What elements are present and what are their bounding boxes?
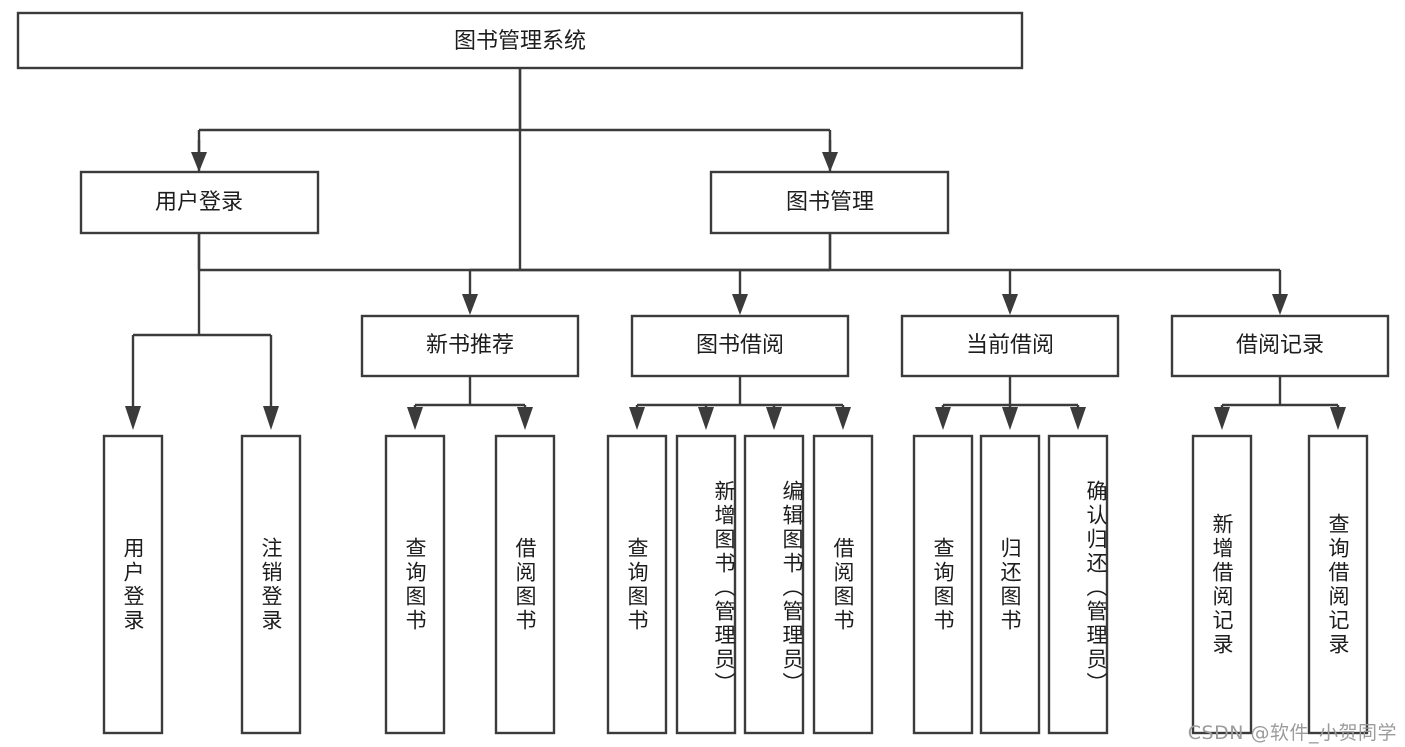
leaf-box-logout[interactable] bbox=[240, 434, 302, 735]
arrow-head-user-login bbox=[191, 152, 207, 172]
arrow-head-leaf-query-book-rec bbox=[407, 407, 423, 430]
node-root[interactable]: 图书管理系统 bbox=[16, 11, 1024, 70]
arrow-head-new-book-rec bbox=[462, 294, 478, 315]
node-new-book-rec-box[interactable] bbox=[360, 314, 580, 378]
connector-group bbox=[197, 68, 832, 272]
arrow-head-leaf-logout bbox=[263, 406, 279, 430]
arrow-head-leaf-query-record bbox=[1330, 407, 1346, 430]
leaf-box-query-record[interactable] bbox=[1307, 434, 1369, 735]
node-root-box[interactable] bbox=[16, 11, 1024, 70]
arrow-head-book-borrow bbox=[732, 294, 748, 315]
node-book-manage-label: 图书管理 bbox=[786, 190, 874, 215]
connector-book-borrow-to-leaves bbox=[629, 376, 851, 430]
arrow-head-current-borrow bbox=[1002, 294, 1018, 315]
connector-user-login-to-leaves bbox=[125, 233, 279, 430]
arrow-head-leaf-add-book bbox=[698, 407, 714, 430]
node-book-manage[interactable]: 图书管理 bbox=[709, 170, 950, 235]
node-book-manage-box[interactable] bbox=[709, 170, 950, 235]
node-root-label: 图书管理系统 bbox=[454, 29, 586, 54]
arrow-head-book-manage bbox=[822, 152, 838, 172]
node-borrow-record[interactable]: 借阅记录 bbox=[1170, 314, 1390, 378]
arrow-head-leaf-user-login bbox=[125, 406, 141, 430]
arrow-head-leaf-edit-book bbox=[766, 407, 782, 430]
arrow-head-leaf-borrow-book bbox=[835, 407, 851, 430]
node-user-login[interactable]: 用户登录 bbox=[79, 170, 320, 235]
connector-current-borrow-to-leaves bbox=[935, 376, 1086, 430]
node-new-book-rec-label: 新书推荐 bbox=[426, 333, 514, 358]
arrow-head-leaf-query-book-borrow bbox=[629, 407, 645, 430]
node-user-login-label: 用户登录 bbox=[155, 190, 243, 215]
node-borrow-record-box[interactable] bbox=[1170, 314, 1390, 378]
leaf-box-edit-book[interactable] bbox=[743, 434, 805, 735]
connector-root-to-level2 bbox=[191, 68, 838, 172]
arrow-head-borrow-record bbox=[1272, 294, 1288, 315]
leaf-boxes bbox=[102, 434, 1369, 735]
node-borrow-record-label: 借阅记录 bbox=[1236, 333, 1324, 358]
arrow-head-leaf-add-record bbox=[1214, 407, 1230, 430]
connector-borrow-record-to-leaves bbox=[1214, 376, 1346, 430]
leaf-box-add-record[interactable] bbox=[1191, 434, 1253, 735]
node-book-borrow-label: 图书借阅 bbox=[696, 333, 784, 358]
node-book-borrow-box[interactable] bbox=[630, 314, 850, 378]
arrow-head-leaf-confirm-return bbox=[1070, 407, 1086, 430]
node-current-borrow[interactable]: 当前借阅 bbox=[900, 314, 1120, 378]
leaf-box-query-book-current[interactable] bbox=[912, 434, 974, 735]
node-new-book-rec[interactable]: 新书推荐 bbox=[360, 314, 580, 378]
connector-new-book-rec-to-leaves bbox=[407, 376, 533, 430]
node-book-borrow[interactable]: 图书借阅 bbox=[630, 314, 850, 378]
arrow-head-leaf-return-book bbox=[1002, 407, 1018, 430]
leaf-box-add-book[interactable] bbox=[675, 434, 737, 735]
connector-book-manage-to-level3 bbox=[462, 233, 1288, 315]
node-current-borrow-label: 当前借阅 bbox=[966, 333, 1054, 358]
leaf-box-borrow-book-rec[interactable] bbox=[494, 434, 556, 735]
leaf-box-query-book-borrow[interactable] bbox=[606, 434, 668, 735]
leaf-box-confirm-return[interactable] bbox=[1047, 434, 1109, 735]
arrow-head-leaf-query-book-current bbox=[935, 407, 951, 430]
node-current-borrow-box[interactable] bbox=[900, 314, 1120, 378]
leaf-box-query-book-rec[interactable] bbox=[384, 434, 446, 735]
leaf-box-user-login[interactable] bbox=[102, 434, 164, 735]
csdn-watermark: CSDN @软件_小贺同学 bbox=[1187, 722, 1397, 744]
leaf-box-return-book[interactable] bbox=[979, 434, 1041, 735]
arrow-head-leaf-borrow-book-rec bbox=[517, 407, 533, 430]
leaf-box-borrow-book[interactable] bbox=[812, 434, 874, 735]
node-user-login-box[interactable] bbox=[79, 170, 320, 235]
